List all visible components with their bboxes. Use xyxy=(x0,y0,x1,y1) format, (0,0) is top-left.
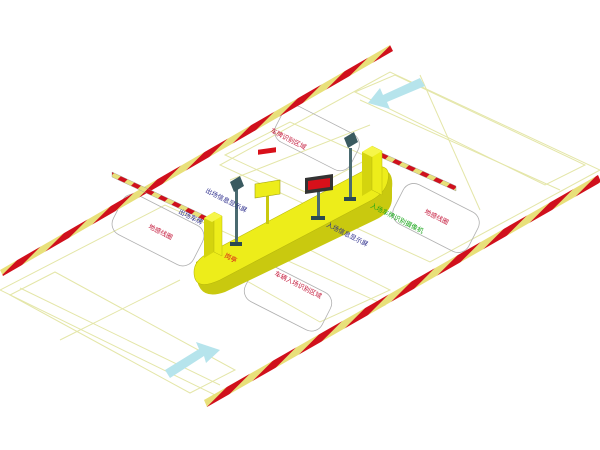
entry-camera-post xyxy=(349,148,352,200)
barrier-arms xyxy=(111,151,457,223)
sensor-box-right xyxy=(392,183,480,253)
gate-cabinet-left xyxy=(204,211,223,258)
label-ground-sensor-left: 地感线圈 xyxy=(147,222,174,242)
exit-camera-foot xyxy=(230,242,242,246)
entry-camera-icon xyxy=(344,132,358,148)
gate-cabinet-right xyxy=(362,145,383,196)
mid-lane-cross xyxy=(229,124,371,181)
exit-display-post xyxy=(266,194,269,224)
safety-island xyxy=(193,166,393,295)
arrow-up-right-icon xyxy=(165,342,220,378)
top-stripe xyxy=(0,45,393,276)
exit-camera-icon xyxy=(230,176,244,192)
upper-lane-cross-b xyxy=(419,74,481,211)
exit-display-led xyxy=(258,147,276,155)
exit-info-display xyxy=(254,147,281,224)
direction-arrows xyxy=(165,78,425,378)
entry-camera-pole xyxy=(344,132,358,201)
bottom-stripe xyxy=(204,175,600,407)
gate-cabinet-left-front xyxy=(204,212,214,258)
entry-display-post xyxy=(317,190,320,220)
upper-lane-area xyxy=(218,71,600,263)
gate-cabinet-right-front xyxy=(362,146,372,196)
upper-lane-cross-a xyxy=(359,99,561,191)
lower-lane-inner xyxy=(8,271,237,394)
gate-cabinet-left-top xyxy=(204,212,222,222)
arrow-down-left-icon xyxy=(368,78,425,109)
exit-zone-box xyxy=(274,104,360,172)
island-top xyxy=(193,166,389,285)
exit-camera-pole xyxy=(230,176,244,246)
gate-cabinet-right-top xyxy=(362,146,382,157)
lower-lane-cross-b xyxy=(59,279,181,341)
label-exit-info-display: 出场信息显示屏 xyxy=(204,186,249,215)
entry-info-display xyxy=(305,174,333,220)
lower-lane-cross-a xyxy=(19,287,221,386)
entry-display-led xyxy=(308,178,330,190)
entry-camera-foot xyxy=(344,197,356,201)
exit-camera-post xyxy=(235,188,238,244)
exit-display-screen xyxy=(254,179,281,199)
upper-lane-inner xyxy=(353,74,587,186)
warning-stripes xyxy=(0,45,600,407)
entry-display-foot xyxy=(311,216,325,220)
label-ground-sensor-right: 地感线圈 xyxy=(423,207,450,227)
